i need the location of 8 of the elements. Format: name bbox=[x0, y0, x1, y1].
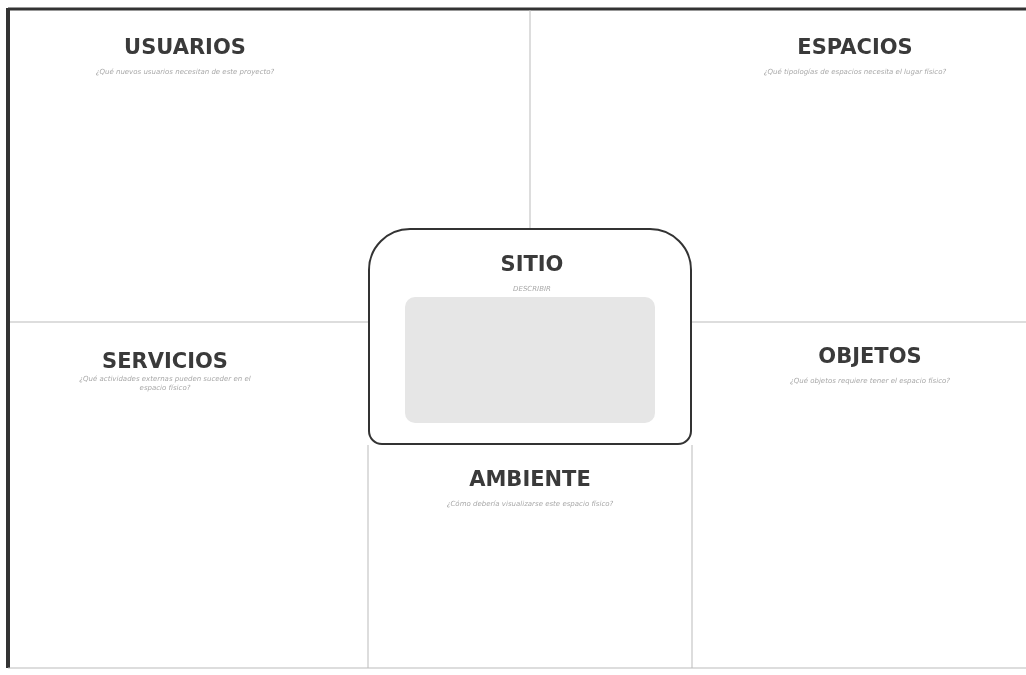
site-panel bbox=[368, 228, 692, 445]
placeholder-box bbox=[405, 297, 655, 423]
section-heading: USUARIOS bbox=[124, 35, 246, 59]
section-heading: ESPACIOS bbox=[797, 35, 913, 59]
section-heading: OBJETOS bbox=[818, 344, 922, 368]
section-heading: AMBIENTE bbox=[469, 467, 591, 491]
section-heading: SITIO bbox=[500, 252, 564, 276]
section-heading: SERVICIOS bbox=[102, 349, 228, 373]
